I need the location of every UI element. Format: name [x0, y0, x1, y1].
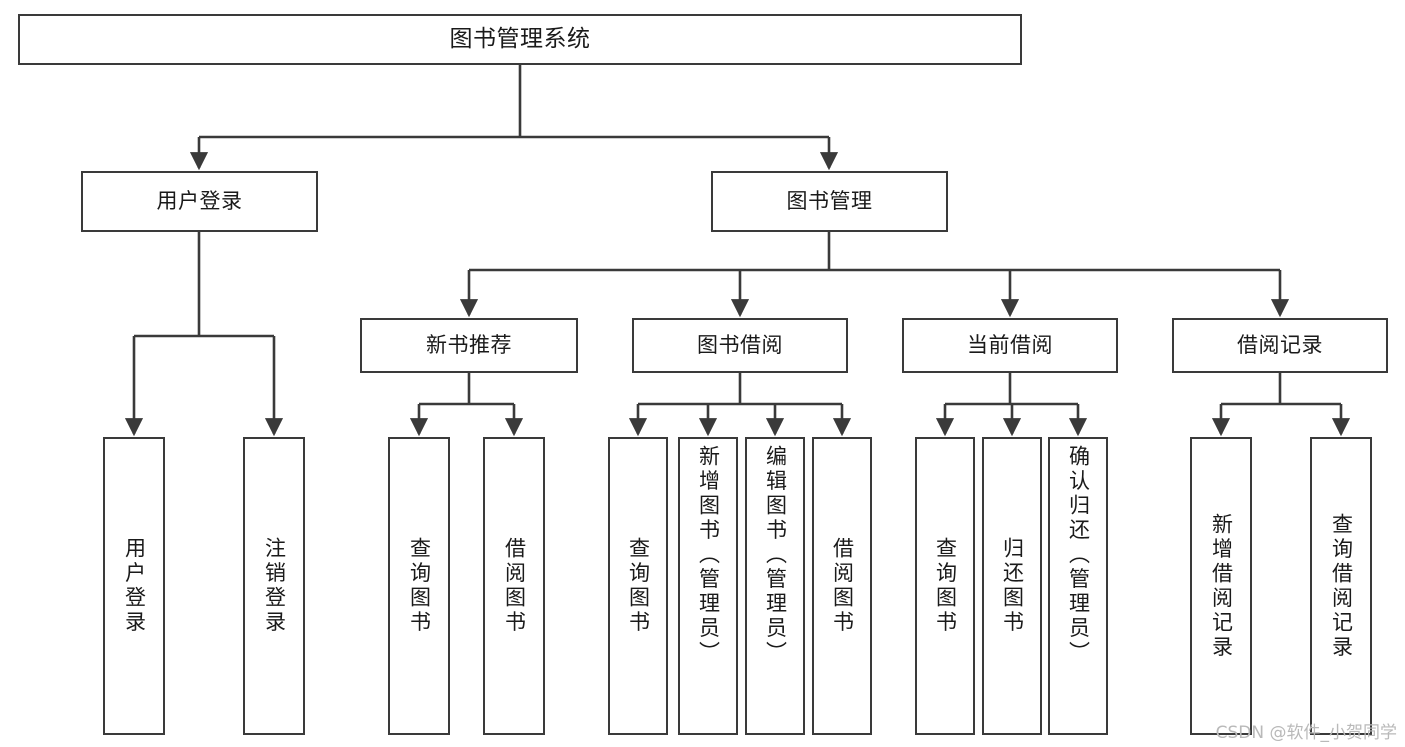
node-leaf-query-book-1-label: 查询图书	[407, 537, 432, 635]
node-leaf-logout-label: 注销登录	[262, 537, 287, 635]
node-book-borrow[interactable]: 图书借阅	[632, 318, 848, 373]
node-leaf-add-record-label: 新增借阅记录	[1209, 512, 1234, 660]
node-user-login[interactable]: 用户登录	[81, 171, 318, 232]
node-leaf-logout[interactable]: 注销登录	[243, 437, 305, 735]
node-leaf-query-book-1[interactable]: 查询图书	[388, 437, 450, 735]
node-leaf-query-record-label: 查询借阅记录	[1329, 512, 1354, 660]
node-user-login-label: 用户登录	[156, 188, 243, 213]
node-leaf-query-book-2[interactable]: 查询图书	[608, 437, 668, 735]
node-root-system-label: 图书管理系统	[449, 26, 591, 53]
node-leaf-query-record[interactable]: 查询借阅记录	[1310, 437, 1372, 735]
node-leaf-confirm-return[interactable]: 确认归还（管理员）	[1048, 437, 1108, 735]
node-leaf-add-record[interactable]: 新增借阅记录	[1190, 437, 1252, 735]
node-new-book-recommend-label: 新书推荐	[426, 332, 512, 357]
node-leaf-return-book-label: 归还图书	[1000, 537, 1025, 635]
node-leaf-edit-book[interactable]: 编辑图书（管理员）	[745, 437, 805, 735]
node-book-management[interactable]: 图书管理	[711, 171, 948, 232]
node-leaf-edit-book-label: 编辑图书（管理员）	[763, 445, 788, 666]
node-leaf-user-login[interactable]: 用户登录	[103, 437, 165, 735]
node-leaf-confirm-return-label: 确认归还（管理员）	[1066, 445, 1091, 666]
node-book-borrow-label: 图书借阅	[697, 332, 783, 357]
node-leaf-query-book-3[interactable]: 查询图书	[915, 437, 975, 735]
node-leaf-add-book[interactable]: 新增图书（管理员）	[678, 437, 738, 735]
node-borrow-record[interactable]: 借阅记录	[1172, 318, 1388, 373]
node-leaf-borrow-book-1-label: 借阅图书	[502, 537, 527, 635]
node-borrow-record-label: 借阅记录	[1237, 332, 1323, 357]
node-current-borrow-label: 当前借阅	[967, 332, 1053, 357]
node-new-book-recommend[interactable]: 新书推荐	[360, 318, 578, 373]
node-leaf-add-book-label: 新增图书（管理员）	[696, 445, 721, 666]
node-leaf-borrow-book-1[interactable]: 借阅图书	[483, 437, 545, 735]
node-leaf-borrow-book-2-label: 借阅图书	[830, 537, 855, 635]
csdn-watermark: CSDN @软件_小贺同学	[1215, 723, 1397, 743]
node-leaf-borrow-book-2[interactable]: 借阅图书	[812, 437, 872, 735]
node-current-borrow[interactable]: 当前借阅	[902, 318, 1118, 373]
node-leaf-return-book[interactable]: 归还图书	[982, 437, 1042, 735]
node-leaf-query-book-2-label: 查询图书	[626, 537, 651, 635]
node-root-system[interactable]: 图书管理系统	[18, 14, 1022, 65]
node-leaf-query-book-3-label: 查询图书	[933, 537, 958, 635]
node-leaf-user-login-label: 用户登录	[122, 537, 147, 635]
node-book-management-label: 图书管理	[786, 188, 873, 213]
